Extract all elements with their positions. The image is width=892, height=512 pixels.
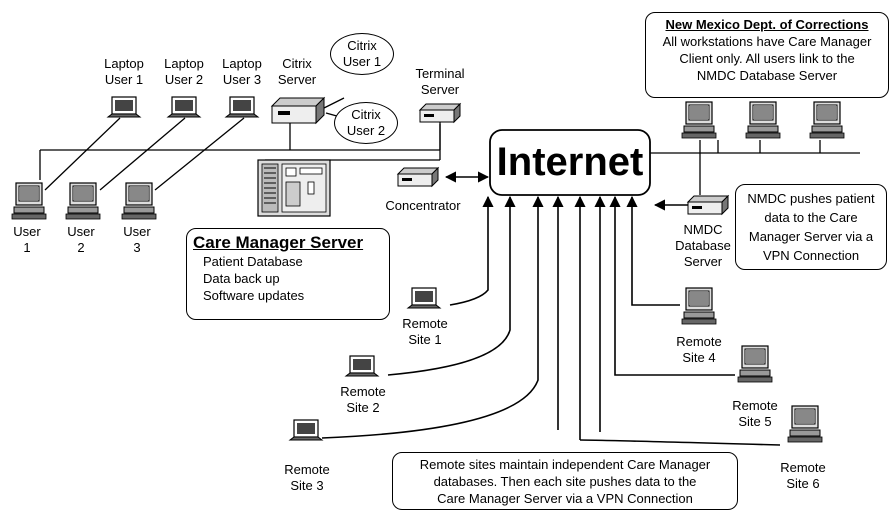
user-3-label: User 3 — [116, 224, 158, 256]
terminal-server-line2: Server — [420, 82, 460, 97]
nmdc-server-line3: Server — [683, 254, 723, 269]
citrix-server-label: Citrix Server — [272, 56, 322, 88]
care-manager-server-icon — [257, 159, 331, 217]
concentrator-label: Concentrator — [385, 198, 461, 213]
citrix-server-line1: Citrix — [282, 56, 312, 71]
remote-note-line-1: Remote sites maintain independent Care M… — [419, 457, 711, 472]
nmdc-server-line1: NMDC — [683, 222, 723, 237]
remote-site-4-line2: Site 4 — [682, 350, 716, 365]
citrix-user-2-line2: User 2 — [346, 123, 386, 138]
lan-connections — [39, 97, 860, 195]
care-manager-server-title: Care Manager Server — [193, 233, 364, 252]
remote-site-1-label: Remote Site 1 — [398, 316, 452, 348]
nmdc-info-title: New Mexico Dept. of Corrections — [665, 17, 869, 32]
nmdc-push-line-3: Manager Server via a — [748, 229, 874, 244]
nmdc-info-line-2: Client only. All users link to the — [679, 51, 855, 66]
remote-site-1-line1: Remote — [402, 316, 448, 331]
nmdc-server-label: NMDC Database Server — [668, 222, 738, 270]
user-1-line1: User — [13, 224, 41, 239]
internet-label: Internet — [496, 140, 644, 184]
terminal-server-icon — [419, 103, 461, 123]
laptop-user-3-label: Laptop User 3 — [216, 56, 268, 88]
citrix-user-2-line1: Citrix — [351, 107, 381, 122]
terminal-server-label: Terminal Server — [408, 66, 472, 98]
laptop-user-1-line1: Laptop — [104, 56, 144, 71]
laptop-user-2-icon — [167, 96, 201, 118]
remote-note-line-3: Care Manager Server via a VPN Connection — [437, 491, 693, 506]
user-3-desktop-icon — [121, 182, 157, 220]
remote-site-2-line1: Remote — [340, 384, 386, 399]
remote-note-box: Remote sites maintain independent Care M… — [392, 452, 738, 510]
remote-site-2-label: Remote Site 2 — [336, 384, 390, 416]
remote-site-4-line1: Remote — [676, 334, 722, 349]
remote-site-4-icon — [681, 287, 717, 325]
nmdc-push-line-2: data to the Care — [764, 210, 858, 225]
nmdc-server-line2: Database — [675, 238, 731, 253]
nmdc-info-box: New Mexico Dept. of Corrections All work… — [645, 12, 889, 98]
remote-site-3-line2: Site 3 — [290, 478, 324, 493]
remote-site-1-icon — [407, 287, 441, 309]
care-manager-server-box: Care Manager Server Patient Database Dat… — [186, 228, 390, 320]
nmdc-info-line-3: NMDC Database Server — [696, 68, 838, 83]
remote-site-5-label: Remote Site 5 — [728, 398, 782, 430]
user-3-line2: 3 — [133, 240, 141, 255]
internet-cloud — [489, 129, 651, 196]
remote-note-line-2: databases. Then each site pushes data to… — [433, 474, 697, 489]
care-manager-item-1: Patient Database — [203, 254, 303, 269]
remote-site-3-line1: Remote — [284, 462, 330, 477]
citrix-user-1-line2: User 1 — [342, 54, 382, 69]
user-2-desktop-icon — [65, 182, 101, 220]
citrix-user-1-bubble: Citrix User 1 — [330, 33, 394, 75]
care-manager-item-3: Software updates — [203, 288, 305, 303]
remote-site-6-line2: Site 6 — [786, 476, 820, 491]
remote-site-5-line2: Site 5 — [738, 414, 772, 429]
remote-site-4-label: Remote Site 4 — [672, 334, 726, 366]
remote-site-1-line2: Site 1 — [408, 332, 442, 347]
remote-site-6-icon — [787, 405, 823, 443]
citrix-user-1-line1: Citrix — [347, 38, 377, 53]
nmdc-workstation-1-icon — [681, 101, 717, 139]
laptop-user-1-icon — [107, 96, 141, 118]
user-1-line2: 1 — [23, 240, 31, 255]
nmdc-workstation-3-icon — [809, 101, 845, 139]
remote-site-6-line1: Remote — [780, 460, 826, 475]
user-2-line1: User — [67, 224, 95, 239]
remote-site-2-icon — [345, 355, 379, 377]
laptop-user-3-line2: User 3 — [222, 72, 262, 87]
nmdc-database-server-icon — [687, 195, 729, 215]
laptop-user-2-line1: Laptop — [164, 56, 204, 71]
remote-site-6-label: Remote Site 6 — [776, 460, 830, 492]
remote-site-3-icon — [289, 419, 323, 441]
terminal-server-line1: Terminal — [415, 66, 465, 81]
user-1-label: User 1 — [6, 224, 48, 256]
laptop-user-1-label: Laptop User 1 — [98, 56, 150, 88]
user-1-desktop-icon — [11, 182, 47, 220]
care-manager-item-2: Data back up — [203, 271, 280, 286]
citrix-user-2-bubble: Citrix User 2 — [334, 102, 398, 144]
remote-site-5-line1: Remote — [732, 398, 778, 413]
laptop-user-1-line2: User 1 — [104, 72, 144, 87]
laptop-user-3-icon — [225, 96, 259, 118]
nmdc-push-box: NMDC pushes patient data to the Care Man… — [735, 184, 887, 270]
citrix-server-icon — [270, 96, 326, 125]
nmdc-workstation-2-icon — [745, 101, 781, 139]
user-2-line2: 2 — [77, 240, 85, 255]
nmdc-push-line-1: NMDC pushes patient — [747, 191, 875, 206]
laptop-user-3-line1: Laptop — [222, 56, 262, 71]
laptop-user-2-line2: User 2 — [164, 72, 204, 87]
remote-site-5-icon — [737, 345, 773, 383]
nmdc-push-line-4: VPN Connection — [762, 248, 860, 263]
user-2-label: User 2 — [60, 224, 102, 256]
user-3-line1: User — [123, 224, 151, 239]
remote-site-3-label: Remote Site 3 — [280, 462, 334, 494]
laptop-user-2-label: Laptop User 2 — [158, 56, 210, 88]
remote-site-2-line2: Site 2 — [346, 400, 380, 415]
citrix-server-line2: Server — [277, 72, 317, 87]
concentrator-icon — [397, 167, 439, 187]
nmdc-info-line-1: All workstations have Care Manager — [662, 34, 872, 49]
internet-links — [321, 171, 781, 446]
